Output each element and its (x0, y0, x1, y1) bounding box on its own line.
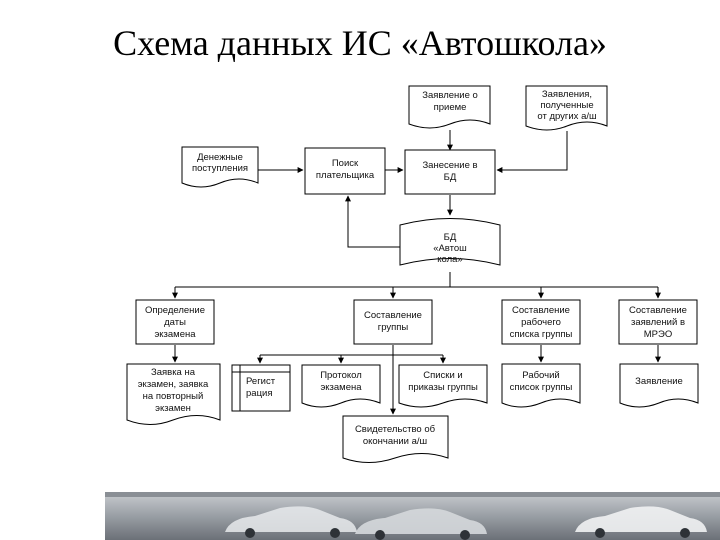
car-silhouettes (225, 506, 707, 540)
svg-text:Занесение вБД: Занесение вБД (422, 160, 477, 183)
car-silhouette-1 (225, 506, 357, 532)
car-silhouette-3 (575, 506, 707, 532)
connectors (172, 130, 661, 415)
page-title: Схема данных ИС «Автошкола» (113, 23, 607, 63)
car-silhouette-2 (355, 508, 487, 534)
banner-stripe (105, 492, 720, 497)
svg-text:БД«Автошкола»: БД«Автошкола» (433, 232, 467, 265)
svg-text:Заявление: Заявление (635, 376, 683, 387)
wheels (245, 528, 690, 540)
node-zayavlenie: Заявление (619, 363, 699, 408)
decorative-car-banner (105, 492, 720, 540)
